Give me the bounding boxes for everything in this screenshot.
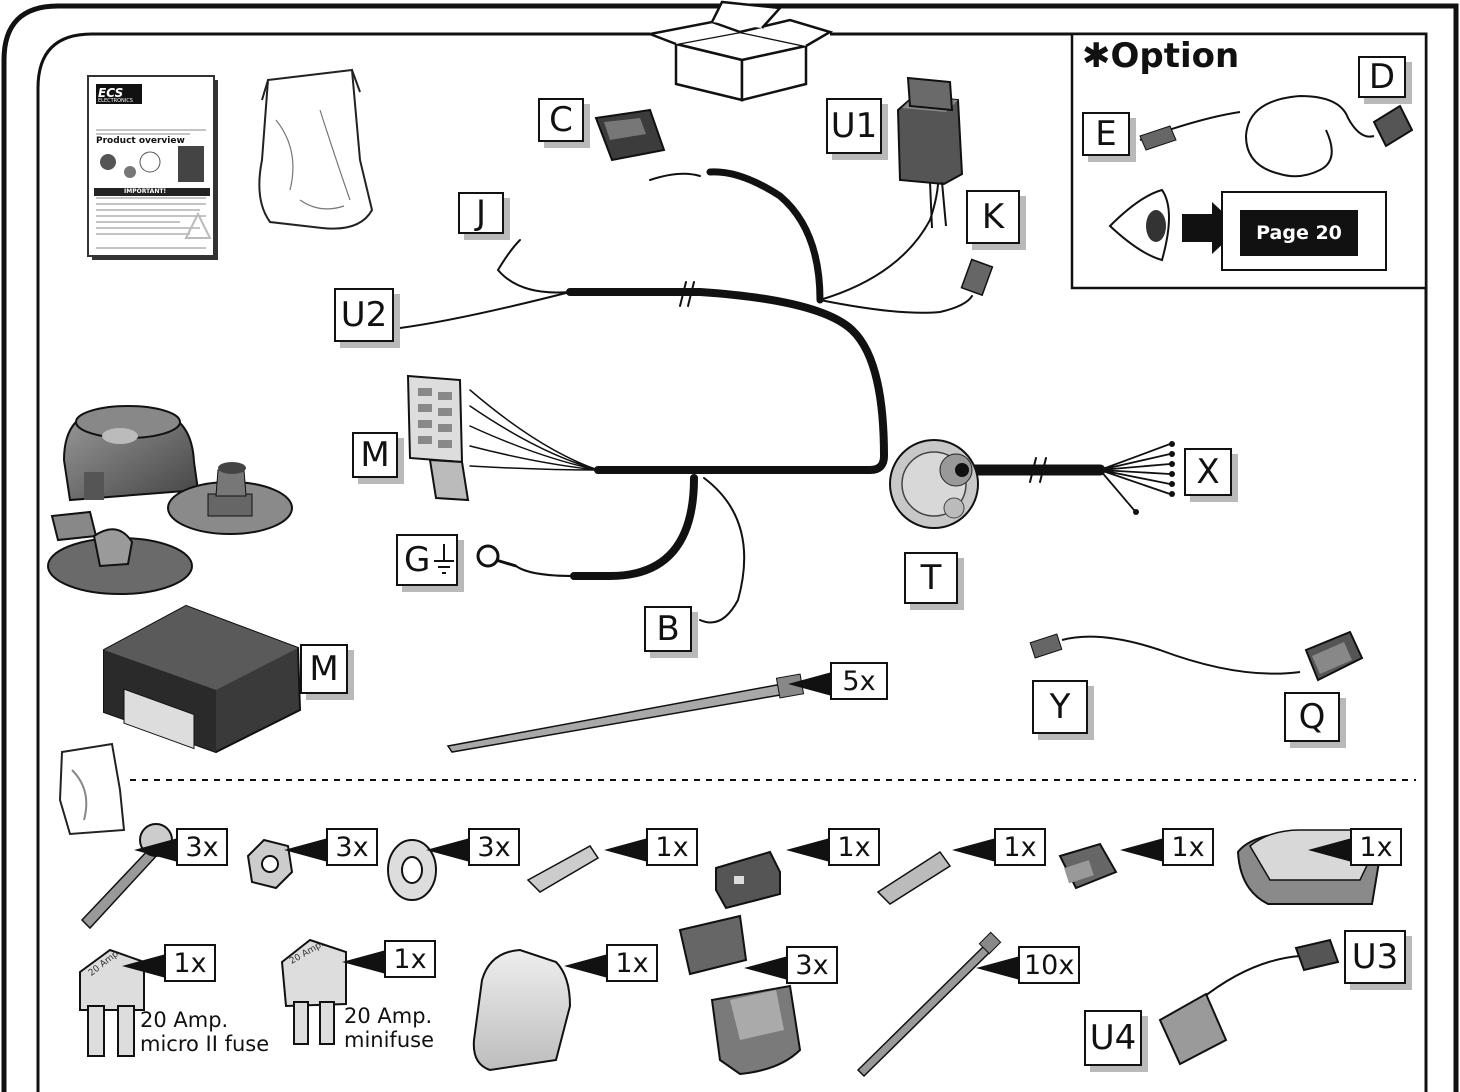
label-u2: U2 bbox=[334, 288, 394, 342]
housing-b bbox=[1058, 842, 1118, 890]
mini-fuse-caption-line1: 20 Amp. bbox=[344, 1004, 433, 1028]
terminal-b bbox=[876, 850, 952, 905]
label-t: T bbox=[904, 552, 958, 604]
ground-symbol-icon bbox=[434, 544, 455, 576]
micro-fuse-caption-line1: 20 Amp. bbox=[140, 1008, 229, 1032]
connector-c bbox=[594, 108, 666, 162]
wiring-harness bbox=[399, 168, 1171, 624]
splice-connector bbox=[678, 914, 802, 1076]
housing-a bbox=[715, 850, 781, 910]
qty-adhesive-pad: 1x bbox=[1308, 828, 1402, 866]
label-g: G bbox=[396, 534, 458, 586]
label-g-text: G bbox=[404, 540, 431, 580]
small-parts-bag bbox=[58, 742, 126, 836]
qty-micro-fuse: 1x bbox=[122, 944, 216, 982]
nut bbox=[246, 838, 294, 890]
label-k: K bbox=[966, 190, 1020, 244]
label-m-connector: M bbox=[352, 432, 398, 478]
qty-housing-a: 1x bbox=[786, 828, 880, 866]
manual-subtitle: ELECTRONICS bbox=[98, 98, 133, 104]
mini-fuse-caption-line2: minifuse bbox=[344, 1028, 434, 1053]
qty-nut: 3x bbox=[284, 828, 378, 866]
option-title: ✱Option bbox=[1082, 36, 1240, 76]
qty-mini-fuse: 1x bbox=[342, 940, 436, 978]
micro-fuse-caption-line2: micro II fuse bbox=[140, 1032, 270, 1057]
label-u4: U4 bbox=[1084, 1010, 1142, 1066]
label-u3: U3 bbox=[1344, 930, 1406, 984]
adapter-cable-u3-u4 bbox=[1158, 938, 1340, 1066]
qty-cable-tie-short: 10x bbox=[975, 946, 1081, 984]
socket-housing-set bbox=[47, 405, 293, 595]
qty-terminal-b: 1x bbox=[952, 828, 1046, 866]
mini-fuse bbox=[280, 938, 347, 1045]
wire-ends-x bbox=[1133, 441, 1175, 515]
socket-terminal-block bbox=[406, 374, 470, 502]
qty-cover-cap: 1x bbox=[564, 944, 658, 982]
label-d: D bbox=[1358, 56, 1406, 98]
label-e: E bbox=[1082, 112, 1130, 156]
ground-ring-terminal bbox=[476, 544, 517, 568]
label-y: Y bbox=[1032, 680, 1088, 734]
manual-booklet bbox=[87, 75, 218, 260]
cable-tie-long bbox=[446, 673, 805, 753]
label-j: J bbox=[458, 192, 504, 234]
qty-screw: 3x bbox=[134, 828, 228, 866]
manual-brand: ECS bbox=[98, 86, 124, 100]
cable-tie-short bbox=[856, 931, 1002, 1078]
connector-k bbox=[960, 258, 994, 297]
label-c: C bbox=[538, 98, 584, 142]
label-b: B bbox=[644, 606, 692, 652]
grommet-t bbox=[889, 439, 979, 529]
qty-cable-tie-long: 5x bbox=[788, 662, 888, 700]
manual-warning: IMPORTANT! bbox=[124, 188, 167, 195]
cover-cap bbox=[472, 948, 572, 1072]
micro-fuse-caption: 20 Amp. micro II fuse bbox=[140, 1008, 269, 1056]
label-q: Q bbox=[1284, 692, 1340, 742]
package-box-icon bbox=[645, 0, 834, 102]
qty-housing-b: 1x bbox=[1120, 828, 1214, 866]
washer bbox=[387, 839, 437, 901]
terminal-a bbox=[526, 845, 600, 893]
mini-fuse-caption: 20 Amp. minifuse bbox=[344, 1004, 434, 1052]
relay-u1 bbox=[896, 76, 964, 229]
control-module bbox=[103, 604, 302, 754]
page-reference: Page 20 bbox=[1240, 210, 1358, 256]
adapter-cable-y-q bbox=[1029, 630, 1364, 682]
qty-splice-connector: 3x bbox=[744, 946, 838, 984]
plastic-bag bbox=[258, 68, 374, 230]
label-m-module: M bbox=[300, 644, 348, 694]
manual-heading: Product overview bbox=[96, 136, 185, 146]
label-u1: U1 bbox=[826, 98, 882, 154]
qty-washer: 3x bbox=[426, 828, 520, 866]
qty-terminal-a: 1x bbox=[604, 828, 698, 866]
label-x: X bbox=[1184, 448, 1232, 496]
